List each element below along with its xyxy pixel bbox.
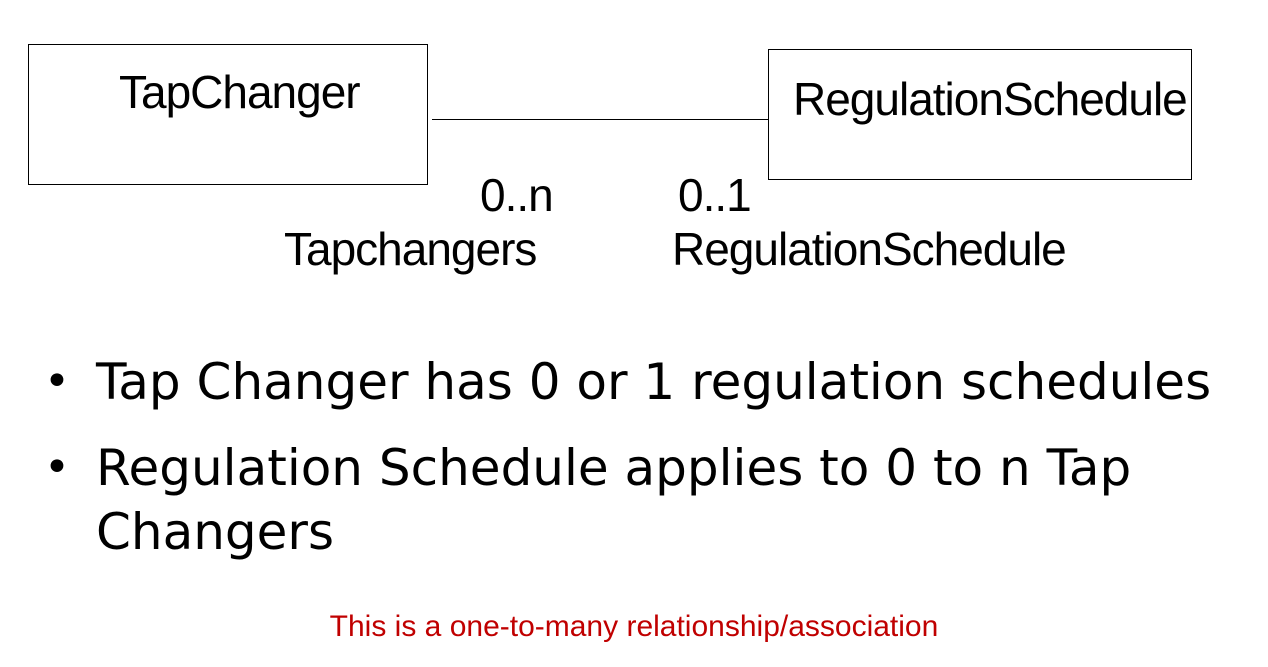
bullet-item: • Tap Changer has 0 or 1 regulation sche…: [44, 350, 1244, 414]
regulationschedule-role-label: RegulationSchedule: [672, 223, 1067, 275]
regulationschedule-multiplicity: 0..1: [678, 169, 752, 221]
association-line: [432, 119, 768, 120]
tapchanger-multiplicity: 0..n: [480, 169, 554, 221]
relationship-note: This is a one-to-many relationship/assoc…: [329, 610, 939, 643]
bullet-dot-icon: •: [44, 356, 70, 407]
bullet-list: • Tap Changer has 0 or 1 regulation sche…: [44, 350, 1244, 586]
tapchangers-role-label: Tapchangers: [284, 223, 537, 275]
bullet-text: Tap Changer has 0 or 1 regulation schedu…: [96, 353, 1212, 411]
bullet-dot-icon: •: [44, 442, 70, 493]
bullet-item: • Regulation Schedule applies to 0 to n …: [44, 436, 1244, 564]
regulationschedule-class-box: RegulationSchedule: [768, 49, 1192, 180]
bullet-text: Regulation Schedule applies to 0 to n Ta…: [96, 439, 1132, 561]
tapchanger-class-box: TapChanger: [28, 44, 428, 185]
tapchanger-class-name: TapChanger: [119, 66, 361, 118]
regulationschedule-class-name: RegulationSchedule: [793, 73, 1188, 125]
